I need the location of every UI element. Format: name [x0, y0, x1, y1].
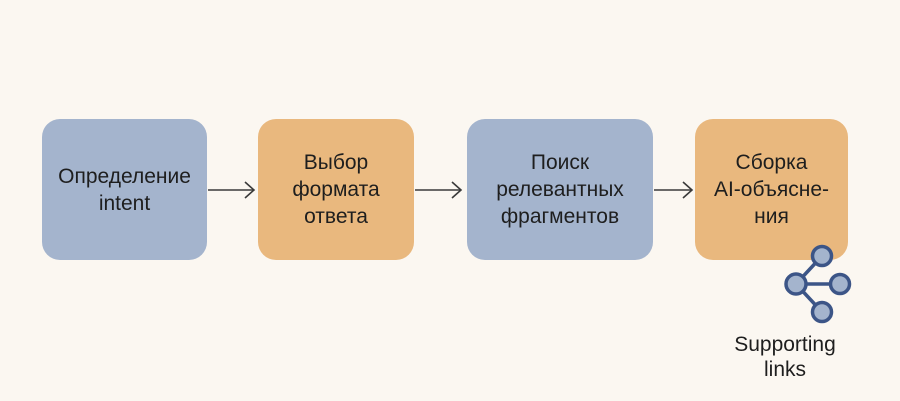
step-label-line: релевантных	[496, 178, 624, 201]
step-label-line: Выбор	[303, 151, 369, 174]
step-choose-answer-format: Выбор формата ответа	[258, 119, 414, 260]
step-label-line: Определение	[58, 164, 191, 188]
step-label-line: формата	[292, 178, 380, 201]
caption-line: Supporting	[734, 333, 836, 356]
step-assemble-ai-explanation: Сборка AI-объясне- ния	[695, 119, 848, 260]
step-label-line: Поиск	[530, 151, 590, 174]
caption-line: links	[763, 358, 806, 381]
step-label-line: Сборка	[735, 151, 808, 174]
arrow-right-icon	[415, 181, 463, 199]
step-label-line: ответа	[304, 205, 368, 228]
step-label-line: AI-объясне-	[713, 178, 830, 201]
share-nodes-icon	[784, 244, 852, 324]
step-label-line: ния	[754, 205, 789, 228]
supporting-links-label: Supporting links	[700, 332, 870, 382]
step-label-line: intent	[98, 191, 151, 215]
arrow-right-icon	[208, 181, 256, 199]
step-search-relevant-fragments: Поиск релевантных фрагментов	[467, 119, 653, 260]
arrow-right-icon	[654, 181, 694, 199]
step-define-intent: Определение intent	[42, 119, 207, 260]
step-label-line: фрагментов	[500, 205, 620, 228]
